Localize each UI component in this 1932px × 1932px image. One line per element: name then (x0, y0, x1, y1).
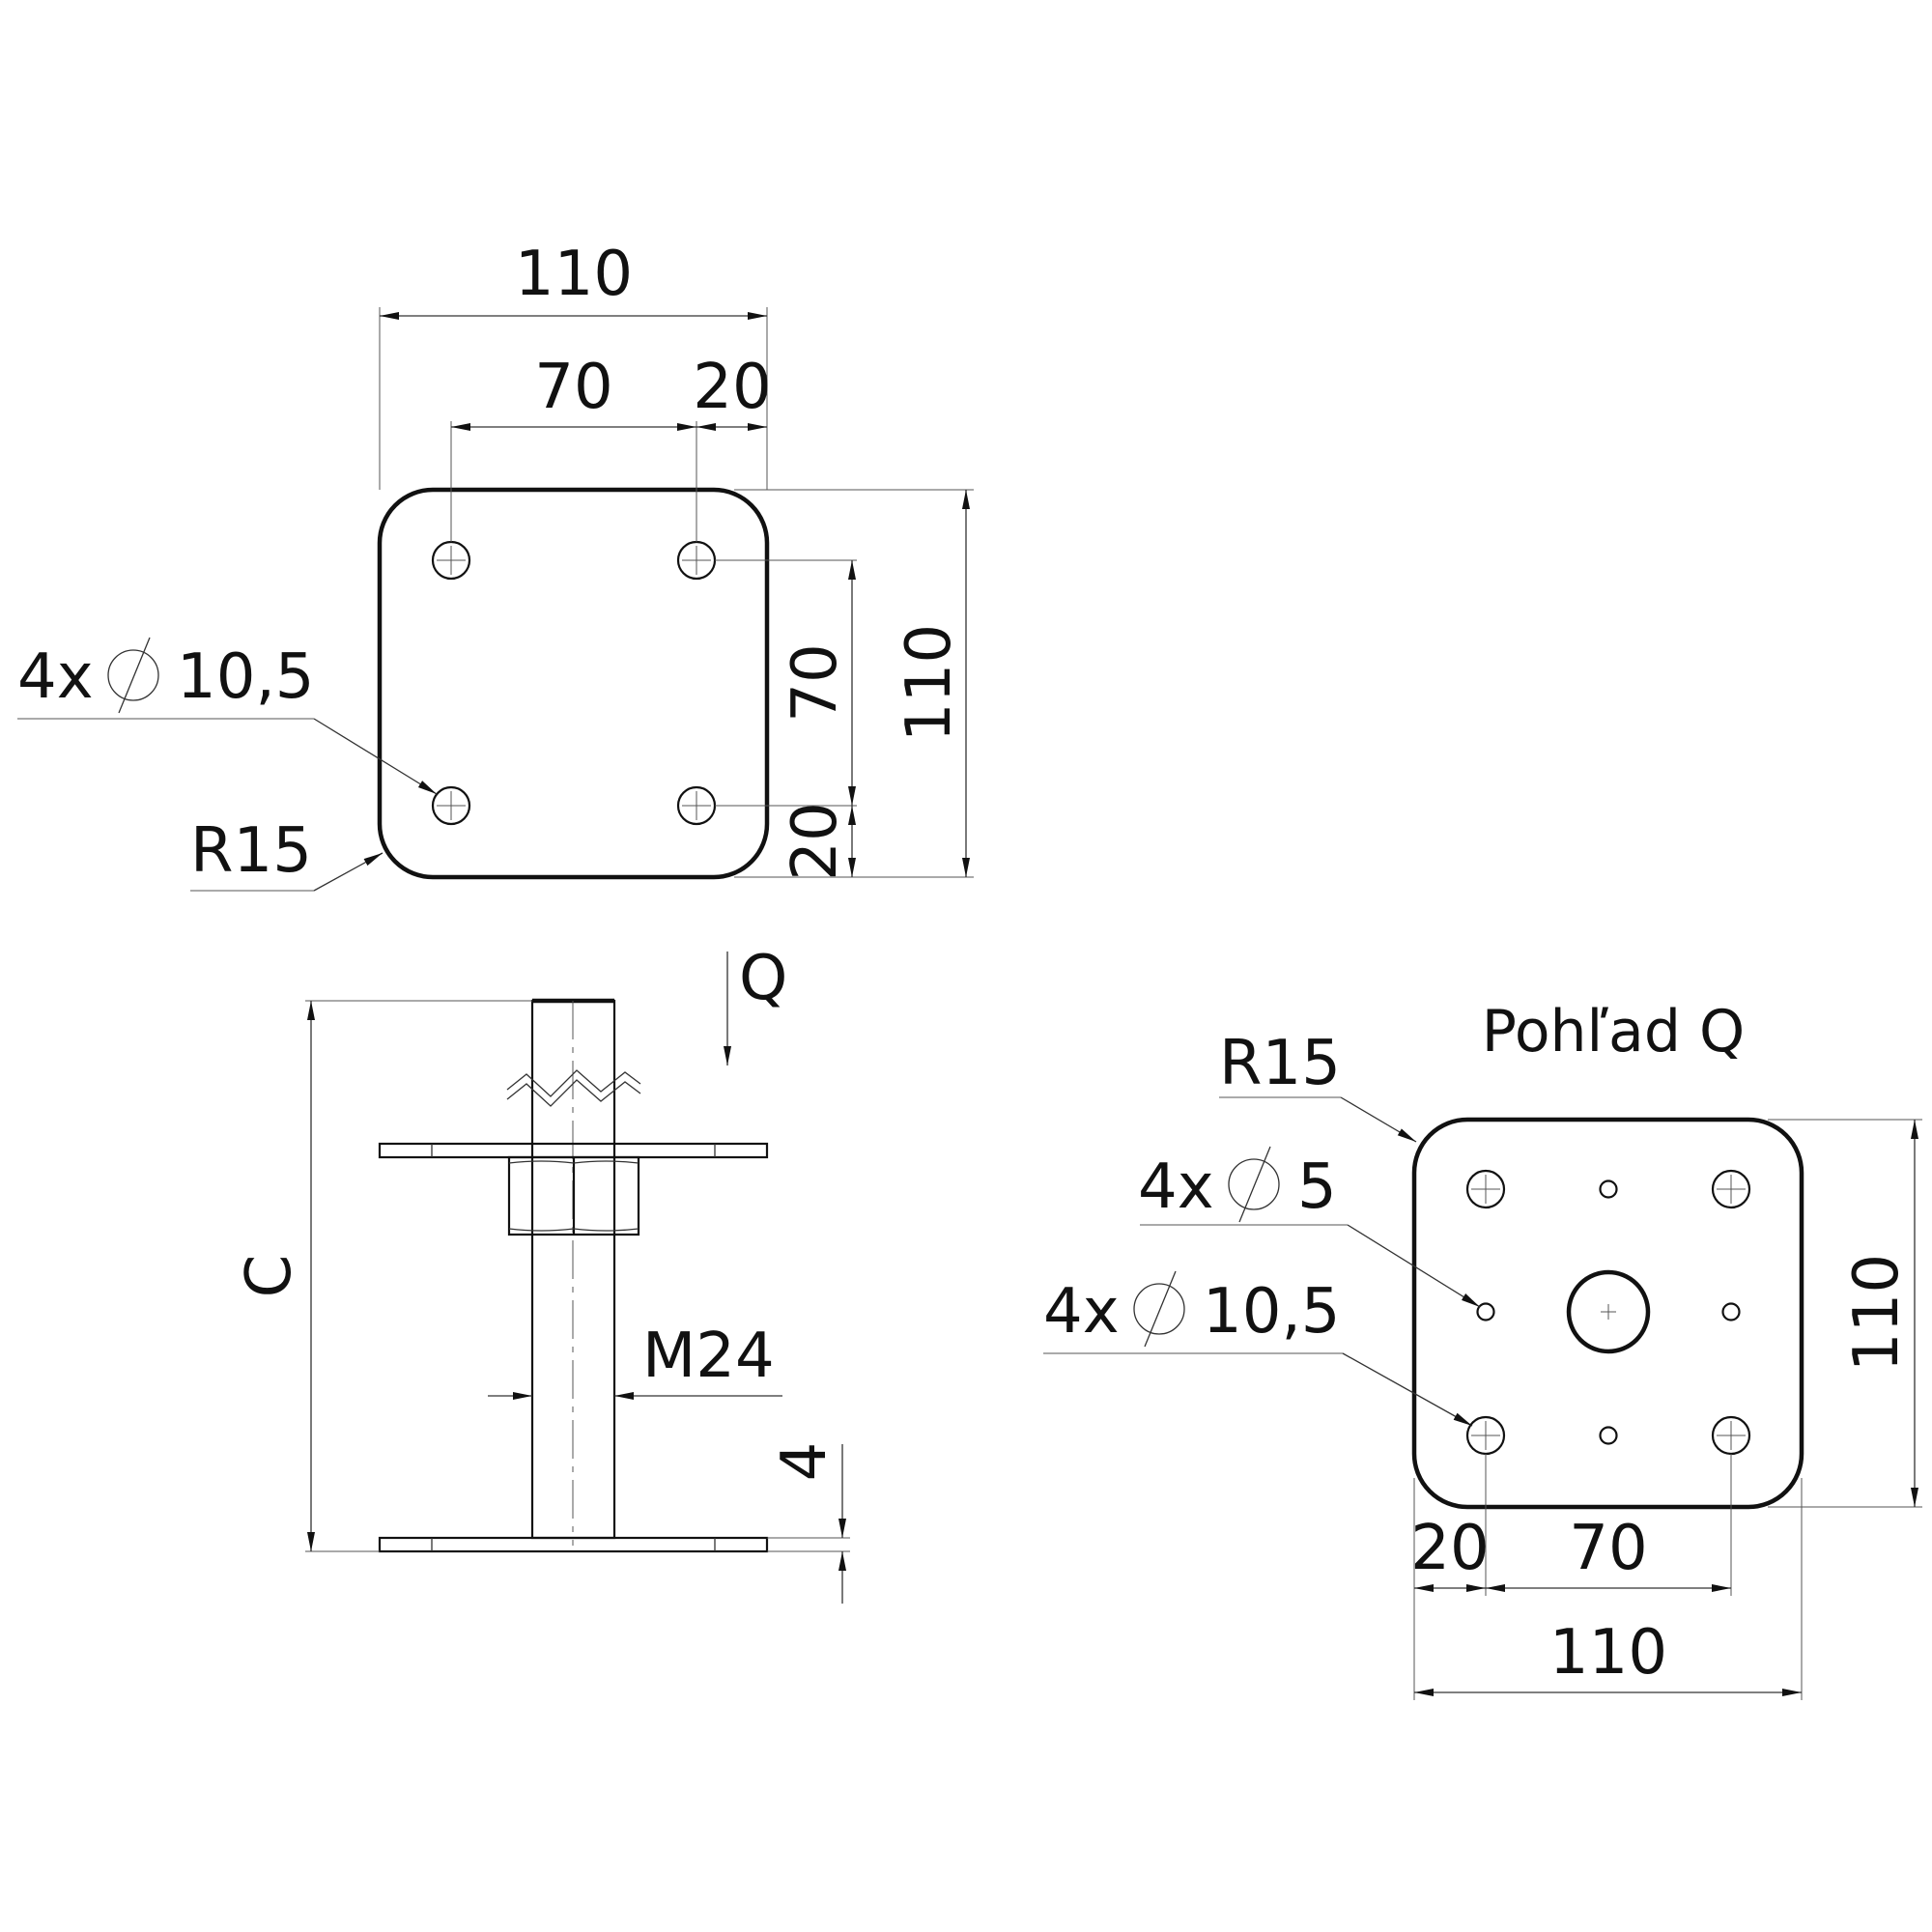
top-hole-diameter: 10,5 (177, 641, 315, 713)
view-q-width-dim: 110 (1549, 1617, 1667, 1689)
height-c-dim: C (234, 1255, 305, 1298)
view-q: Pohľad Q R15 4x (1043, 998, 1922, 1700)
plate-thickness-dim: 4 (769, 1442, 840, 1482)
side-view: Q C M24 4 (234, 943, 850, 1604)
view-q-hole-spacing-dim: 70 (1569, 1513, 1647, 1584)
diameter-icon (1133, 1270, 1185, 1348)
top-hole-spacing-x-dim: 70 (534, 352, 612, 423)
view-q-large-holes (1465, 1169, 1751, 1456)
base-plate (378, 1536, 769, 1553)
view-arrow-label: Q (739, 943, 787, 1014)
thread-size-label: M24 (642, 1321, 775, 1392)
view-q-large-hole-diameter: 10,5 (1203, 1276, 1341, 1348)
top-hole-count: 4x (17, 641, 94, 713)
top-holes (431, 540, 717, 826)
top-plate-outline (377, 487, 770, 880)
top-edge-offset-x-dim: 20 (693, 352, 771, 423)
view-q-large-hole-callout: 4x 10,5 (1043, 1270, 1473, 1427)
view-q-corner-radius: R15 (1219, 1028, 1341, 1099)
top-view: 110 70 20 110 70 20 4x 10,5 R15 (17, 239, 974, 892)
diameter-icon (1228, 1146, 1280, 1223)
center-hole (1566, 1269, 1651, 1354)
view-q-edge-offset-dim: 20 (1410, 1513, 1489, 1584)
top-edge-offset-y-dim: 20 (780, 802, 851, 880)
view-q-plate-outline (1411, 1117, 1804, 1510)
view-q-large-hole-count: 4x (1043, 1276, 1120, 1348)
view-q-small-hole-diameter: 5 (1297, 1151, 1337, 1223)
view-q-height-dim: 110 (1841, 1254, 1913, 1372)
diameter-icon (107, 637, 159, 714)
break-line (506, 1069, 641, 1097)
top-width-dim: 110 (515, 239, 633, 310)
view-q-small-hole-count: 4x (1138, 1151, 1214, 1223)
view-q-small-holes (1476, 1179, 1741, 1445)
view-q-small-hole-callout: 4x 5 (1138, 1146, 1481, 1308)
top-height-dim: 110 (894, 624, 965, 742)
top-radius-callout: R15 (190, 815, 384, 892)
top-hole-callout: 4x 10,5 (17, 637, 438, 795)
top-corner-radius: R15 (190, 815, 312, 887)
top-hole-spacing-y-dim: 70 (780, 643, 851, 722)
view-q-title: Pohľad Q (1482, 998, 1745, 1065)
view-q-radius-callout: R15 (1219, 1028, 1417, 1143)
top-hole (431, 785, 471, 826)
